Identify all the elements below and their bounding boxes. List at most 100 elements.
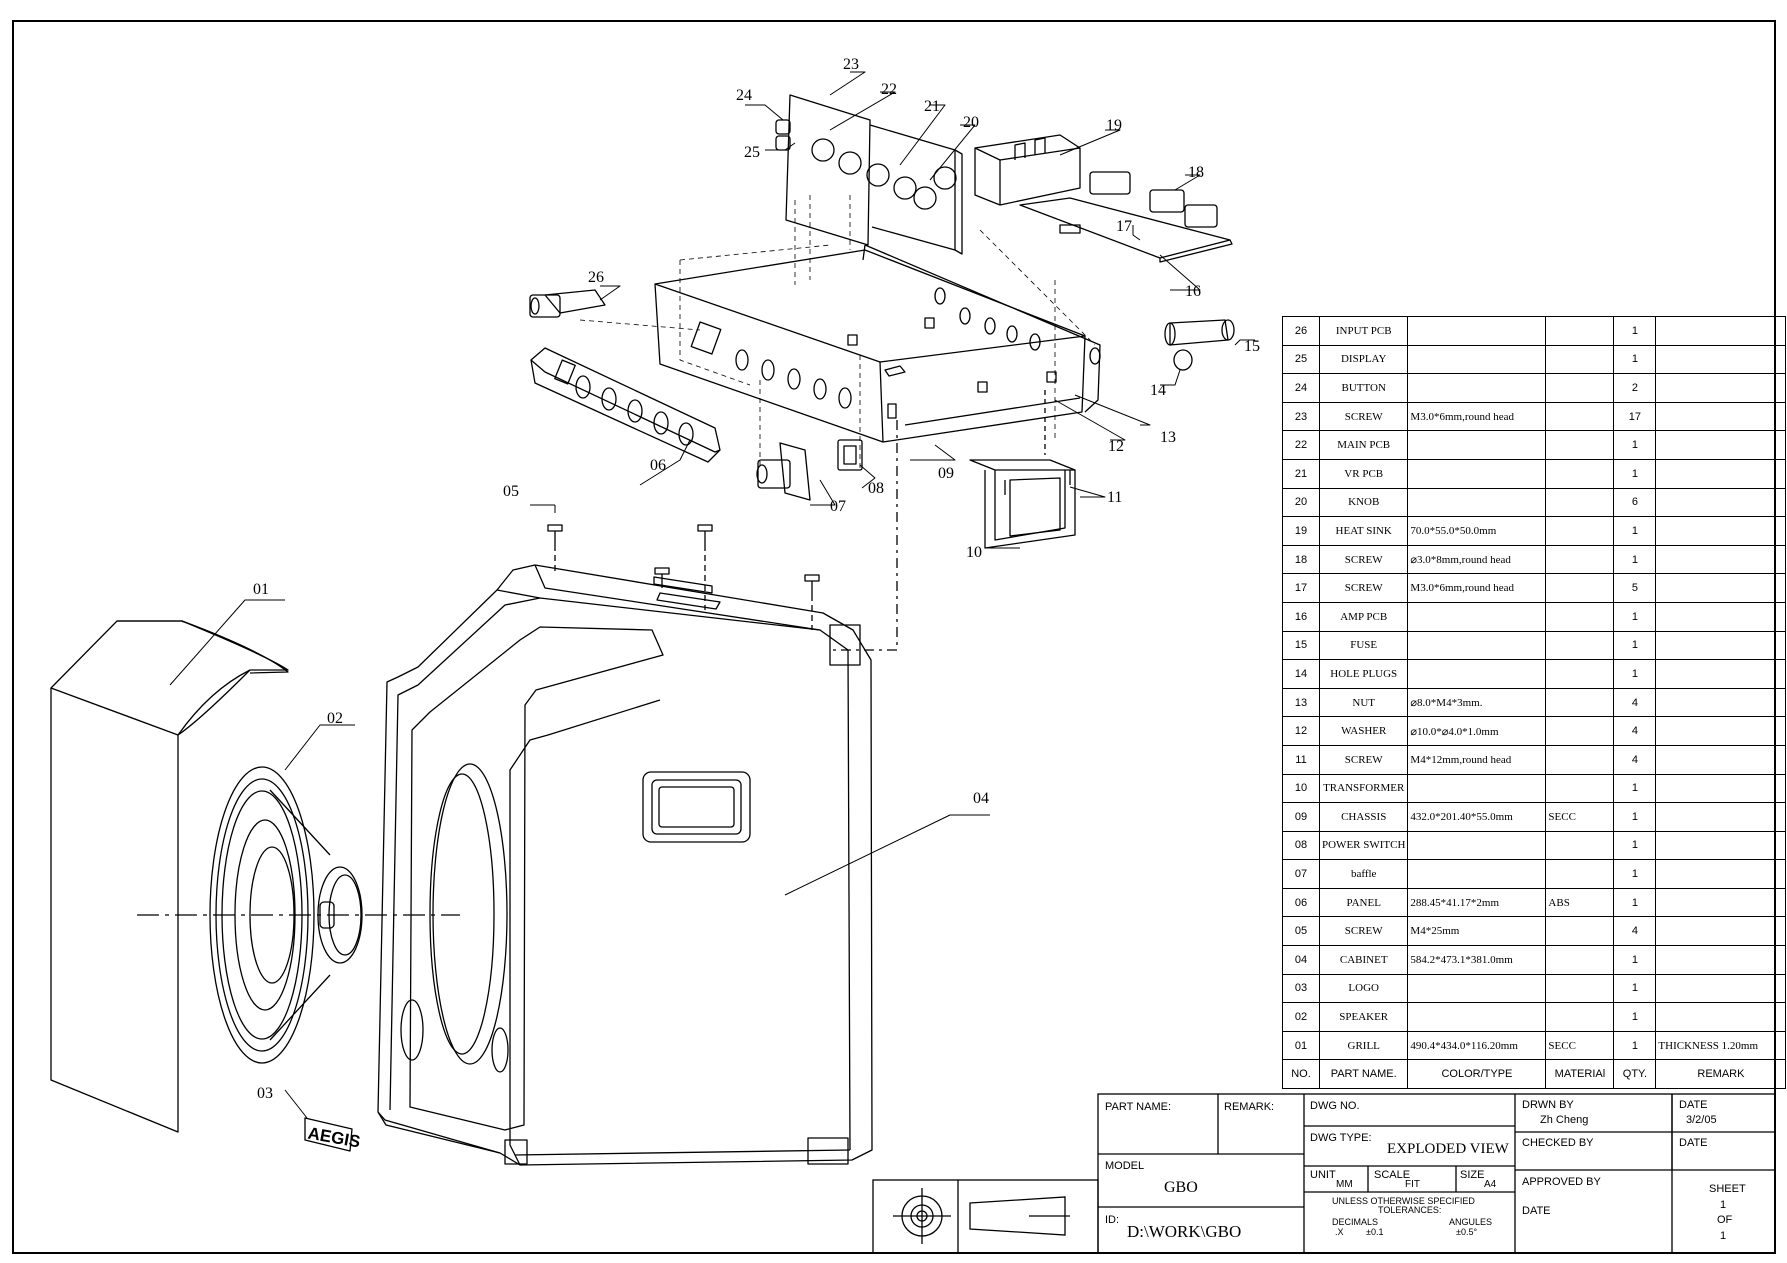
bom-cell-color-type: ⌀10.0*⌀4.0*1.0mm [1407,716,1547,746]
amp-pcb-part [974,134,1233,263]
bom-cell-qty: 1 [1613,344,1657,375]
bom-cell-qty: 1 [1613,659,1657,689]
bom-cell-material [1545,344,1615,375]
bom-header-no: NO. [1282,1059,1320,1090]
date3-label: DATE [1522,1205,1551,1217]
callout-10: 10 [966,544,982,561]
bom-cell-material [1545,573,1615,603]
bom-cell-qty: 1 [1613,830,1657,861]
bom-cell-no: 02 [1282,1002,1320,1032]
bom-cell-color-type: M4*12mm,round head [1407,744,1547,775]
bom-cell-qty: 1 [1613,973,1657,1004]
bom-cell-qty: 1 [1613,887,1657,918]
callout-23: 23 [843,56,859,73]
logo-part [304,1117,353,1152]
speaker-part [137,766,460,1064]
callout-labels: 01 02 03 04 05 06 07 08 09 10 11 12 13 1… [253,56,1260,1102]
bom-header-row: NO. PART NAME. COLOR/TYPE MATERIAl QTY. … [1282,1059,1787,1090]
drwn-by-value: Zh Cheng [1540,1114,1589,1126]
bom-cell-qty: 1 [1613,458,1657,489]
bom-cell-no: 16 [1282,601,1320,632]
bom-cell-part-name: POWER SWITCH [1318,830,1409,861]
callout-22: 22 [881,81,897,98]
bom-cell-color-type: 584.2*473.1*381.0mm [1407,945,1547,975]
bom-cell-qty: 1 [1613,1002,1657,1032]
date2-label: DATE [1679,1137,1708,1149]
bom-cell-material [1545,316,1615,346]
bom-cell-material [1545,458,1615,489]
angles-label: ANGULES [1449,1217,1493,1227]
bom-cell-no: 10 [1282,773,1320,804]
cabinet-screws [547,524,820,630]
bom-cell-no: 17 [1282,573,1320,603]
bom-cell-remark [1655,573,1787,603]
model-value: GBO [1164,1179,1198,1196]
bom-cell-part-name: HEAT SINK [1318,516,1409,546]
bom-cell-remark [1655,430,1787,460]
bom-cell-qty: 6 [1613,487,1657,518]
bom-cell-material [1545,516,1615,546]
bom-cell-part-name: baffle [1318,859,1409,889]
bom-cell-remark [1655,945,1787,975]
checked-by-label: CHECKED BY [1522,1137,1594,1149]
decimals-label: DECIMALS [1332,1217,1379,1227]
bom-header-part-name: PART NAME. [1318,1059,1409,1090]
bom-cell-color-type [1407,316,1547,346]
bom-cell-color-type: M4*25mm [1407,916,1547,947]
dwg-type-value: EXPLODED VIEW [1387,1141,1509,1157]
id-path: D:\WORK\GBO [1127,1222,1242,1241]
callout-07: 07 [830,498,846,515]
bom-cell-remark [1655,401,1787,432]
input-pcb-part [529,289,606,318]
baffle-part [756,442,811,501]
bom-cell-remark [1655,773,1787,804]
bom-cell-color-type: ⌀8.0*M4*3mm. [1407,687,1547,718]
callout-21: 21 [924,98,940,115]
size-label: SIZE [1460,1169,1485,1181]
title-block-frame [872,1093,1776,1254]
bom-cell-qty: 1 [1613,316,1657,346]
bom-cell-qty: 1 [1613,516,1657,546]
grill-part [50,620,289,1133]
bom-cell-no: 21 [1282,458,1320,489]
bom-cell-material [1545,773,1615,804]
bom-cell-remark: THICKNESS 1.20mm [1655,1030,1787,1061]
bom-cell-part-name: SCREW [1318,916,1409,947]
bom-cell-no: 23 [1282,401,1320,432]
bom-cell-qty: 1 [1613,945,1657,975]
bom-cell-part-name: CABINET [1318,945,1409,975]
bom-cell-remark [1655,1002,1787,1032]
bom-cell-material [1545,916,1615,947]
main-pcb-part [785,94,963,255]
bom-cell-color-type: 490.4*434.0*116.20mm [1407,1030,1547,1061]
sheet-total: 1 [1720,1230,1727,1242]
bom-cell-color-type [1407,659,1547,689]
bom-cell-remark [1655,516,1787,546]
dwg-no-label: DWG NO. [1310,1100,1360,1112]
bom-cell-remark [1655,373,1787,403]
scale-label: SCALE [1374,1169,1411,1181]
bom-cell-material [1545,687,1615,718]
bom-cell-remark [1655,630,1787,661]
bom-cell-no: 03 [1282,973,1320,1004]
bom-cell-remark [1655,887,1787,918]
callout-12: 12 [1108,438,1124,455]
bom-cell-color-type: ⌀3.0*8mm,round head [1407,544,1547,575]
bom-cell-qty: 2 [1613,373,1657,403]
tolerance-line1: UNLESS OTHERWISE SPECIFIED [1332,1196,1475,1206]
bom-cell-color-type [1407,458,1547,489]
bom-cell-qty: 1 [1613,859,1657,889]
bom-cell-no: 05 [1282,916,1320,947]
